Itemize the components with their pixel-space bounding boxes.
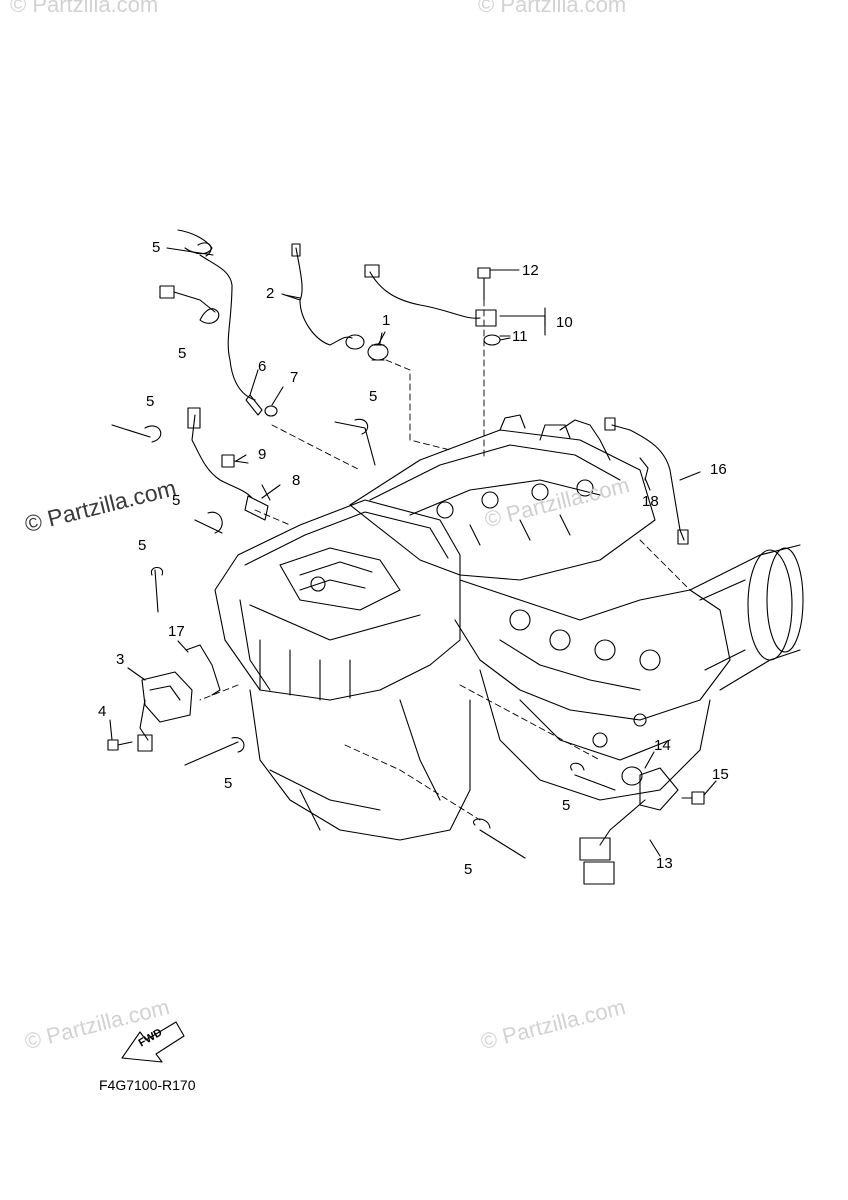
part-18-bolt [639,457,649,481]
part-6-harness [159,229,263,416]
watermark-top-left: © Partzilla.com [10,0,159,17]
part-1-sensor [367,332,389,361]
part-8-sensor [187,407,271,521]
callout-5-i: 5 [464,861,473,878]
part-4-bolt [107,739,133,751]
callout-9: 9 [258,446,267,463]
part-17-clip [185,644,221,696]
callout-3: 3 [116,651,125,668]
leader-lines [199,299,691,821]
callout-2: 2 [266,285,275,302]
part-15-bolt [681,791,705,805]
fwd-arrow [121,1021,185,1063]
part-14-oring [621,766,643,786]
callout-7: 7 [290,369,299,386]
callout-8: 8 [292,472,301,489]
callout-5-f: 5 [138,537,147,554]
callout-5-a: 5 [152,239,161,256]
callout-4: 4 [98,703,107,720]
diagram-code: F4G7100-R170 [99,1077,196,1093]
callout-6: 6 [258,358,267,375]
cable-ties [111,242,616,859]
part-3-coil [137,671,193,752]
part-9-bolt [221,454,249,468]
callout-12: 12 [522,262,539,279]
callout-5-b: 5 [178,345,187,362]
engine-block [214,414,804,841]
callout-14: 14 [654,737,671,754]
callout-5-d: 5 [369,388,378,405]
callout-5-g: 5 [224,775,233,792]
callout-11: 11 [512,328,528,345]
callout-15: 15 [712,766,729,783]
callout-18: 18 [642,493,659,510]
watermark-top-right: © Partzilla.com [478,0,627,17]
part-10-sensor [364,264,546,346]
callout-10: 10 [556,314,573,331]
callout-13: 13 [656,855,673,872]
callout-5-c: 5 [146,393,155,410]
part-16-wire [604,417,689,545]
callout-leaders [109,269,717,857]
callout-17: 17 [168,623,185,640]
callout-5-h: 5 [562,797,571,814]
callout-5-e: 5 [172,492,181,509]
callout-16: 16 [710,461,727,478]
callout-1: 1 [382,312,391,329]
part-7-washer [264,405,278,417]
part-13-connector [579,767,679,885]
part-2-wire [284,243,365,350]
